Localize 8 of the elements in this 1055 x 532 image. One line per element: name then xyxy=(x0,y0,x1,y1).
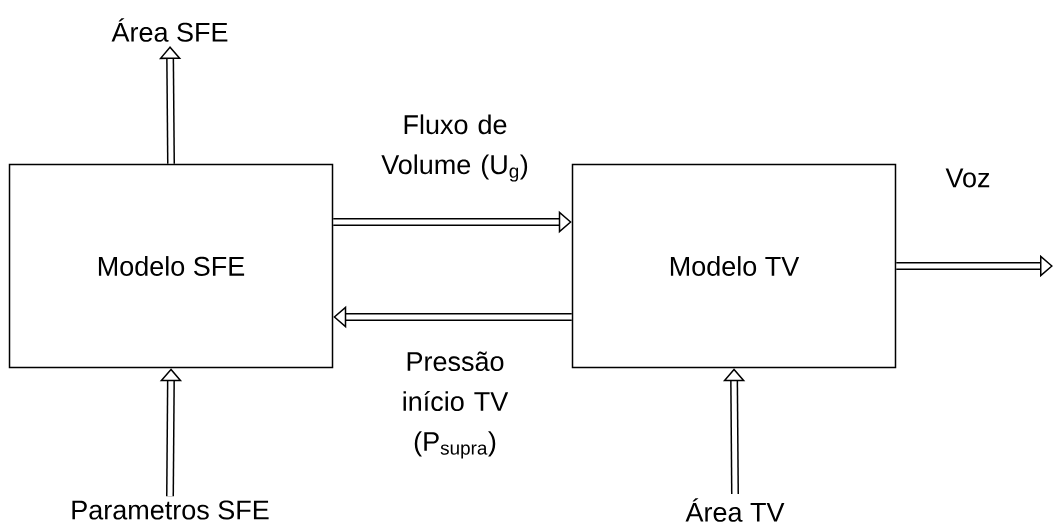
input-label: Área TV xyxy=(685,498,785,522)
process-box: Modelo SFE xyxy=(8,163,334,369)
edge-label: Fluxo de Volume (U$_{g}$) xyxy=(378,112,532,184)
edge-label: Pressão início TV (P$_{supra}$) xyxy=(378,349,532,461)
process-box: Modelo TV xyxy=(571,163,897,369)
input-label: Área SFE xyxy=(111,18,228,42)
edge-label: Voz xyxy=(936,166,1000,190)
input-label: Parametros SFE xyxy=(72,500,269,520)
